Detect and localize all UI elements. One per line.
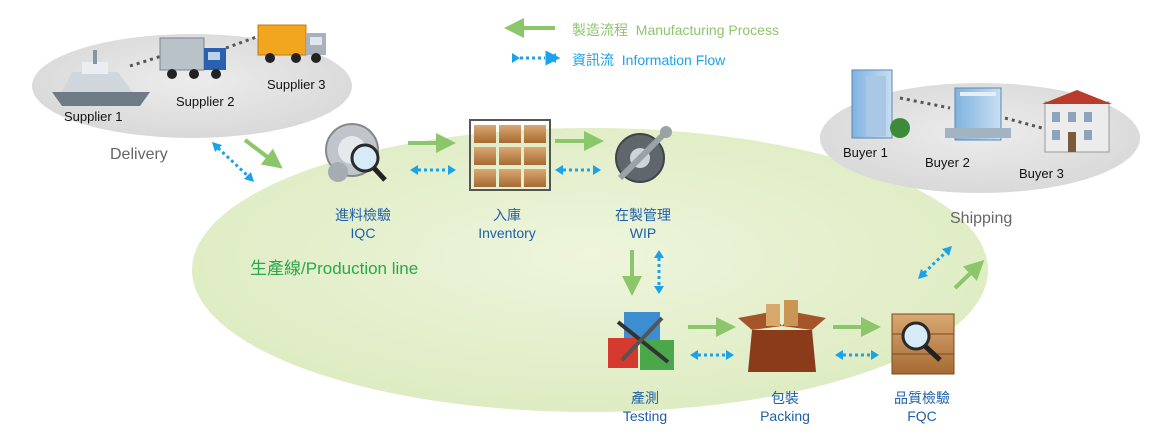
production-line-title: 生產線/Production line	[250, 254, 418, 279]
step-iqc-en: IQC	[350, 225, 376, 241]
supplier-label: Supplier 3	[267, 77, 326, 92]
legend-information-arrow	[512, 50, 561, 66]
step-wip-zh: 在製管理	[615, 207, 671, 223]
delivery-label: Delivery	[110, 146, 168, 163]
step-wip-en: WIP	[629, 225, 657, 241]
step-fqc-zh: 品質檢驗	[894, 390, 950, 406]
delivery-info-arrow	[212, 142, 254, 182]
truck-icon	[257, 24, 326, 63]
step-inventory-label: 入庫 Inventory	[478, 206, 536, 242]
production-line-en: Production line	[305, 259, 419, 278]
ship-icon	[52, 50, 150, 106]
inventory-wip-info-arrow	[555, 165, 601, 175]
step-inventory-en: Inventory	[478, 225, 536, 241]
step-fqc-en: FQC	[907, 408, 937, 424]
building-icon	[1042, 90, 1112, 153]
step-testing-label: 產測 Testing	[623, 389, 667, 425]
building-icon	[851, 69, 910, 139]
step-inventory-zh: 入庫	[493, 207, 521, 223]
step-packing-en: Packing	[760, 408, 810, 424]
buyer-label: Buyer 3	[1019, 166, 1064, 181]
step-fqc-label: 品質檢驗 FQC	[894, 389, 950, 425]
production-line-sep: /	[301, 259, 306, 278]
delivery-process-arrow	[243, 138, 283, 169]
wip-testing-info-arrow	[654, 250, 664, 294]
step-packing-label: 包裝 Packing	[760, 389, 810, 425]
legend-manufacturing-zh: 製造流程	[572, 22, 628, 38]
step-iqc-label: 進料檢驗 IQC	[335, 206, 391, 242]
step-wip-label: 在製管理 WIP	[615, 206, 671, 242]
legend-manufacturing: 製造流程 Manufacturing Process	[572, 20, 779, 40]
gear-magnifier-icon	[325, 123, 387, 182]
tools-cubes-icon	[608, 312, 674, 370]
step-iqc-zh: 進料檢驗	[335, 207, 391, 223]
packing-fqc-info-arrow	[835, 350, 879, 360]
supplier-label: Supplier 2	[176, 94, 235, 109]
buyer-label: Buyer 2	[925, 155, 970, 170]
buyer-label: Buyer 1	[843, 145, 888, 160]
building-icon	[945, 87, 1011, 141]
gear-wrench-icon	[615, 126, 672, 183]
step-testing-zh: 產測	[630, 390, 659, 406]
iqc-inventory-info-arrow	[410, 165, 456, 175]
step-testing-en: Testing	[622, 408, 668, 424]
shipping-label: Shipping	[950, 210, 1013, 227]
testing-packing-info-arrow	[690, 350, 734, 360]
crate-magnifier-icon	[891, 313, 955, 375]
warehouse-shelf-icon	[469, 119, 551, 191]
legend-manufacturing-en: Manufacturing Process	[635, 22, 779, 38]
truck-icon	[159, 37, 226, 79]
legend-information: 資訊流 Information Flow	[572, 50, 725, 70]
legend-information-zh: 資訊流	[572, 52, 614, 68]
shipping-info-arrow	[918, 246, 952, 279]
open-box-icon	[738, 300, 826, 372]
shipping-process-arrow	[953, 259, 985, 290]
step-packing-zh: 包裝	[771, 390, 799, 406]
supplier-label: Supplier 1	[64, 109, 123, 124]
legend-information-en: Information Flow	[621, 52, 726, 68]
production-line-zh: 生產線	[250, 259, 301, 278]
